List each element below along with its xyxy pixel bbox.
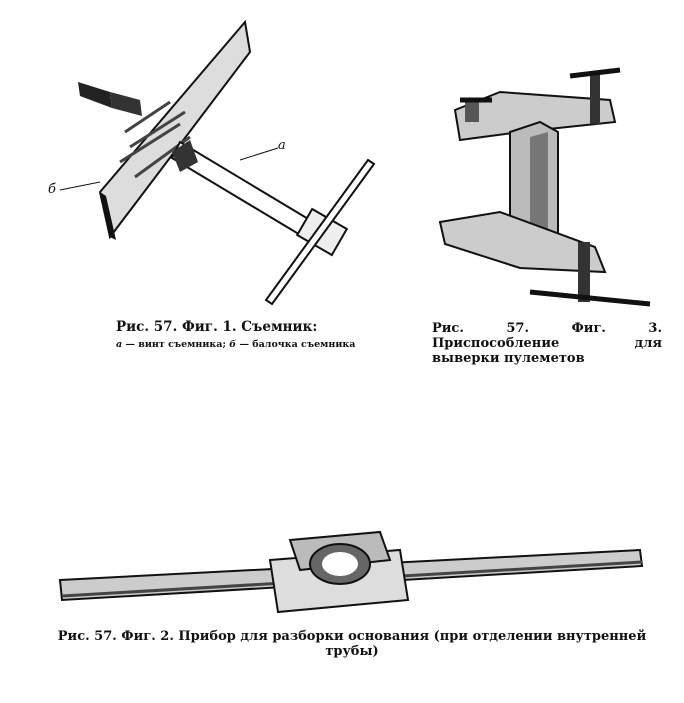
figure-2-caption: Рис. 57. Фиг. 2. Прибор для разборки осн… bbox=[57, 629, 647, 659]
fixture-illustration bbox=[438, 67, 651, 307]
tool-illustration bbox=[58, 530, 644, 614]
label-b: б bbox=[48, 182, 56, 197]
legend-b-text: — балочка съемника bbox=[236, 339, 356, 350]
legend-b-letter: б bbox=[229, 339, 237, 350]
puller-illustration bbox=[59, 19, 376, 306]
legend-a-text: — винт съемника; bbox=[122, 339, 230, 350]
legend-a-letter: а bbox=[116, 339, 123, 350]
figure-1-puller-drawing: а б bbox=[40, 12, 390, 312]
figure-2-tool-drawing bbox=[40, 530, 650, 630]
figure-3-caption: Рис. 57. Фиг. 3. Приспособление для выве… bbox=[432, 321, 662, 366]
figure-3-fixture-drawing bbox=[430, 62, 670, 322]
figure-1-legend: а — винт съемника; б — балочка съемника bbox=[116, 339, 416, 351]
label-a: а bbox=[278, 138, 286, 153]
figure-1-caption: Рис. 57. Фиг. 1. Съемник: bbox=[116, 319, 318, 335]
